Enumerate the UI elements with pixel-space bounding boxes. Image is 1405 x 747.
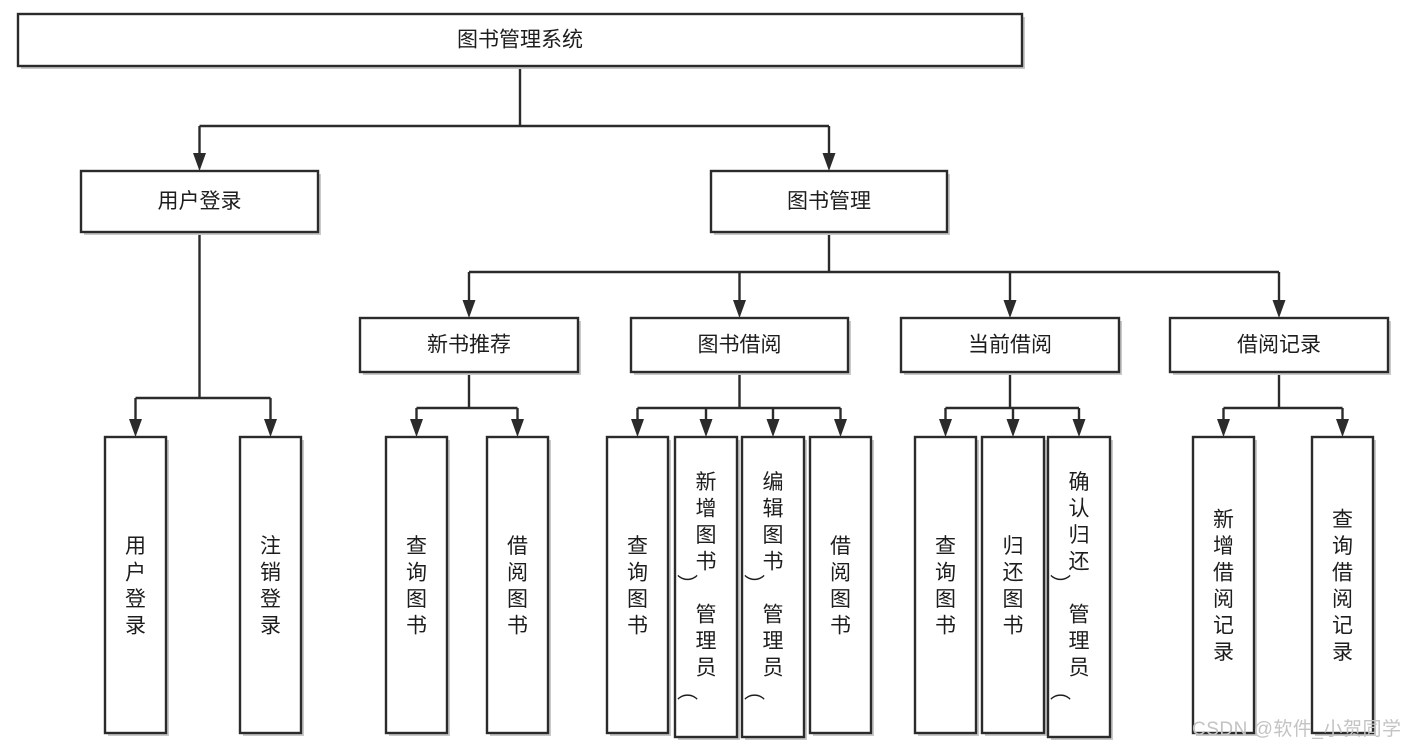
arrow-head-icon: [129, 419, 142, 437]
arrow-head-icon: [1072, 419, 1086, 437]
node-rect[interactable]: [740, 435, 806, 739]
arrow-head-icon: [733, 300, 746, 318]
arrow-head-icon: [1003, 300, 1017, 318]
node-rect[interactable]: [103, 435, 168, 735]
node-label: 查询图书: [627, 535, 648, 638]
node-borrow-record[interactable]: 借阅记录: [1168, 316, 1391, 375]
node-leaf-edit-book[interactable]: 编辑图书（管理员）: [740, 435, 807, 740]
connector-layer: [129, 66, 1349, 437]
arrow-head-icon: [822, 153, 836, 171]
node-layer: 图书管理系统用户登录图书管理新书推荐图书借阅当前借阅借阅记录用户登录注销登录查询…: [16, 12, 1391, 740]
node-label: 新增图书（管理员）: [678, 471, 717, 701]
node-leaf-user-login[interactable]: 用户登录: [103, 435, 169, 736]
node-book-borrow[interactable]: 图书借阅: [629, 316, 851, 375]
node-label: 编辑图书（管理员）: [745, 471, 784, 701]
node-label: 归还图书: [1003, 535, 1024, 638]
arrow-head-icon: [193, 153, 206, 171]
node-label: 借阅图书: [507, 535, 528, 638]
node-rect[interactable]: [1168, 316, 1390, 374]
node-leaf-add-record[interactable]: 新增借阅记录: [1191, 435, 1257, 736]
arrow-head-icon: [631, 419, 644, 437]
arrow-head-icon: [462, 300, 476, 318]
node-leaf-borrow-book-2[interactable]: 借阅图书: [808, 435, 874, 736]
node-label: 注销登录: [260, 535, 281, 638]
node-rect[interactable]: [79, 169, 320, 234]
node-label: 图书借阅: [698, 334, 782, 357]
node-user-login[interactable]: 用户登录: [79, 169, 321, 235]
node-leaf-confirm-return[interactable]: 确认归还（管理员）: [1046, 435, 1113, 740]
node-label: 确认归还（管理员）: [1051, 471, 1090, 701]
node-leaf-logout[interactable]: 注销登录: [238, 435, 304, 736]
node-leaf-borrow-book-1[interactable]: 借阅图书: [485, 435, 551, 736]
node-label: 借阅图书: [830, 535, 851, 638]
node-leaf-query-book-2[interactable]: 查询图书: [605, 435, 671, 736]
node-current-borrow[interactable]: 当前借阅: [899, 316, 1122, 375]
node-label: 借阅记录: [1237, 334, 1321, 357]
node-rect[interactable]: [238, 435, 303, 735]
node-label: 图书管理系统: [457, 29, 583, 52]
node-label: 新书推荐: [427, 334, 511, 357]
node-rect[interactable]: [1191, 435, 1256, 735]
node-rect[interactable]: [1046, 435, 1112, 739]
arrow-head-icon: [766, 419, 780, 437]
node-leaf-query-book-3[interactable]: 查询图书: [913, 435, 979, 736]
node-label: 用户登录: [125, 535, 146, 638]
node-root[interactable]: 图书管理系统: [16, 12, 1025, 69]
arrow-head-icon: [1336, 419, 1349, 437]
arrow-head-icon: [1217, 419, 1230, 437]
node-label: 新增借阅记录: [1213, 509, 1234, 665]
node-label: 查询借阅记录: [1332, 509, 1353, 665]
arrow-head-icon: [511, 419, 524, 437]
node-rect[interactable]: [808, 435, 873, 735]
arrow-head-icon: [699, 419, 713, 437]
node-leaf-query-record[interactable]: 查询借阅记录: [1310, 435, 1376, 736]
arrow-head-icon: [1006, 419, 1020, 437]
node-leaf-query-book-1[interactable]: 查询图书: [384, 435, 450, 736]
node-rect[interactable]: [673, 435, 739, 739]
arrow-head-icon: [410, 419, 423, 437]
arrow-head-icon: [834, 419, 847, 437]
node-label: 查询图书: [406, 535, 427, 638]
arrow-head-icon: [264, 419, 277, 437]
node-new-book-rec[interactable]: 新书推荐: [358, 316, 581, 375]
node-label: 图书管理: [787, 190, 871, 213]
node-label: 用户登录: [158, 190, 242, 213]
node-rect[interactable]: [16, 12, 1024, 68]
node-rect[interactable]: [629, 316, 850, 374]
node-rect[interactable]: [1310, 435, 1375, 735]
node-rect[interactable]: [913, 435, 978, 735]
node-rect[interactable]: [980, 435, 1046, 735]
node-rect[interactable]: [899, 316, 1121, 374]
node-rect[interactable]: [605, 435, 670, 735]
node-leaf-return-book[interactable]: 归还图书: [980, 435, 1047, 736]
node-leaf-add-book[interactable]: 新增图书（管理员）: [673, 435, 740, 740]
node-rect[interactable]: [485, 435, 550, 735]
arrow-head-icon: [1272, 300, 1286, 318]
arrow-head-icon: [939, 419, 952, 437]
node-rect[interactable]: [358, 316, 580, 374]
node-label: 查询图书: [935, 535, 956, 638]
node-rect[interactable]: [709, 169, 949, 234]
node-rect[interactable]: [384, 435, 449, 735]
node-book-manage[interactable]: 图书管理: [709, 169, 950, 235]
node-label: 当前借阅: [968, 334, 1052, 357]
